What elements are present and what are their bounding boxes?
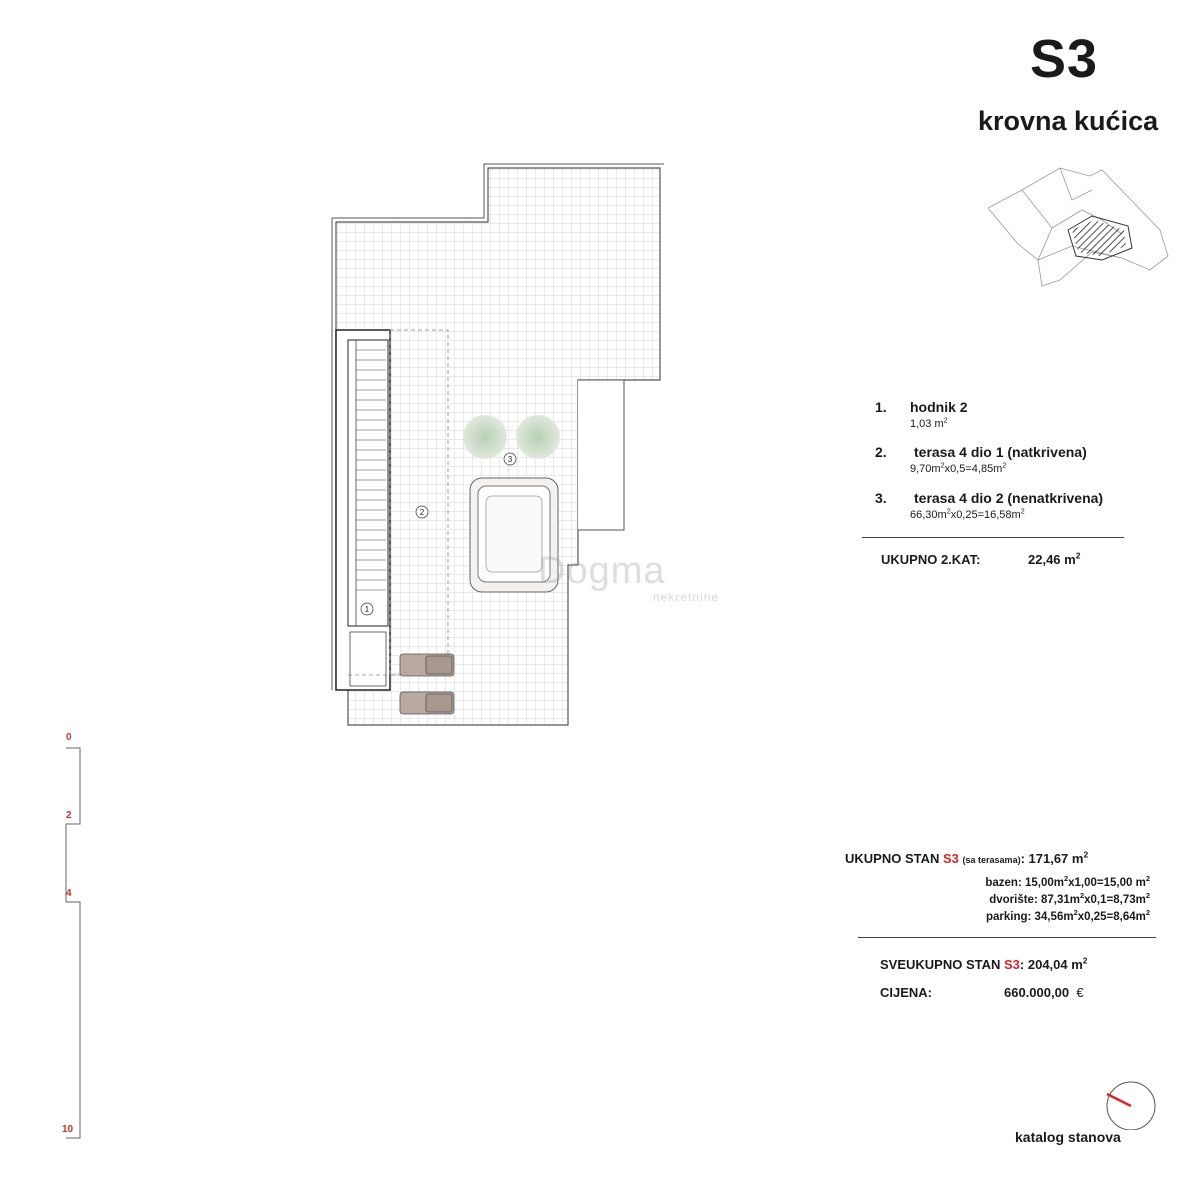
extra-pool: bazen: 15,00m2x1,00=15,00 m2 [985,874,1150,889]
catalog-label: katalog stanova [1015,1129,1121,1145]
sun-lounger-1 [399,653,455,677]
divider-grand [858,937,1156,938]
room-1-number: 1. [875,399,887,415]
shrub-left [463,415,507,459]
watermark-subtext: nekretnine [653,590,720,604]
scale-bar [65,747,81,1139]
room-3-area: 66,30m2x0,25=16,58m2 [910,507,1025,521]
scale-tick-10: 10 [62,1124,74,1135]
extra-yard: dvorište: 87,31m2x0,1=8,73m2 [989,891,1150,906]
sun-lounger-2 [399,691,455,715]
room-2-area: 9,70m2x0,5=4,85m2 [910,461,1007,475]
floor-plan: 1 2 3 [331,163,664,726]
highlighted-unit-hatch [1072,220,1126,256]
room-3-number: 3. [875,490,887,506]
room-3-name: terasa 4 dio 2 (nenatkrivena) [914,490,1104,506]
north-arrow-icon [1106,1081,1156,1130]
covered-terrace-boundary [389,329,449,676]
room-2-number: 2. [875,444,887,460]
scale-tick-4: 4 [66,888,72,899]
shrub-right [516,415,560,459]
room-1-area: 1,03 m2 [910,416,948,430]
grand-total: SVEUKUPNO STAN S3: 204,04 m2 [880,955,1088,972]
plan-label-3: 3 [508,455,513,464]
plan-label-1: 1 [365,605,370,614]
floor-total-value: 22,46 m2 [1028,550,1081,567]
scale-tick-0: 0 [66,732,72,743]
stair-treads [356,349,386,591]
extra-parking: parking: 34,56m2x0,25=8,64m2 [986,908,1150,923]
plan-label-2: 2 [420,508,425,517]
scale-tick-2: 2 [66,810,72,821]
watermark-logo-text: Dogma [538,550,666,592]
divider-floor [862,537,1124,538]
unit-type-subtitle: krovna kućica [978,106,1159,136]
price-label: CIJENA: [880,985,933,1000]
apartment-total: UKUPNO STAN S3 (sa terasama): 171,67 m2 [845,849,1089,866]
room-2-name: terasa 4 dio 1 (natkrivena) [914,444,1087,460]
stair-flight [347,339,389,627]
unit-code-title: S3 [1030,29,1099,89]
site-key-plan [987,167,1169,287]
floor-total-label: UKUPNO 2.KAT: [881,552,981,567]
price-value: 660.000,00 € [1004,985,1084,1000]
room-1-name: hodnik 2 [910,399,968,415]
